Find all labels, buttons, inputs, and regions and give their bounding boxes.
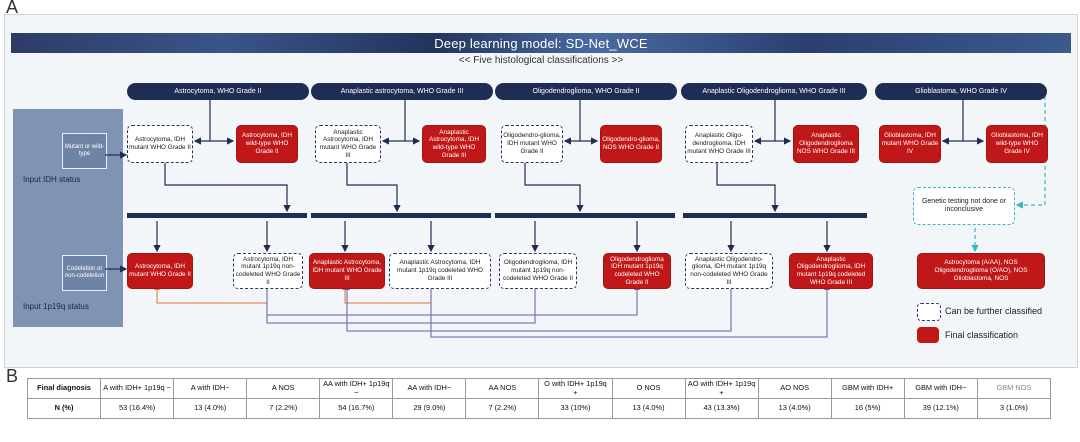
table-row: N (%) 53 (16.4%) 13 (4.0%) 7 (2.2%) 54 (…: [26, 398, 1052, 419]
table-header: A with IDH+ 1p19q −: [100, 378, 175, 399]
table-header: AO with IDH+ 1p19q +: [684, 378, 759, 399]
connector-lines: [105, 88, 1046, 338]
table-header: GBM with IDH−: [903, 378, 978, 399]
table-cell: 43 (13.3%): [684, 398, 759, 419]
input-panel: Mutant or wild-type Input IDH status Cod…: [13, 109, 123, 327]
legend-final-swatch: [917, 327, 939, 343]
node-anaplastic-oligo-noncodeleted: Anaplastic Oligodendro-glioma, IDH mutan…: [685, 253, 773, 289]
banner-subtitle: << Five histological classifications >>: [458, 55, 624, 66]
table-cell: 33 (10%): [538, 398, 613, 419]
node-anaplastic-astro-codeleted: Anaplastic Astrocytoma, IDH mutant 1p19q…: [389, 253, 491, 289]
node-anaplastic-astro-idh-wildtype: Anaplastic Astrocytoma, IDH wild-type WH…: [422, 125, 486, 163]
node-anaplastic-oligo-idh-mutant: Anaplastic Oligo-dendroglioma, IDH mutan…: [685, 125, 753, 163]
node-anaplastic-astro-idh-mutant: Anaplastic Astrocytoma, IDH mutant WHO G…: [315, 125, 381, 163]
node-oligo-codeleted: Oligodendroglioma IDH mutant 1p19q codel…: [603, 253, 671, 289]
table-cell: 13 (4.0%): [173, 398, 248, 419]
idh-input-box: Mutant or wild-type: [62, 133, 107, 169]
bar-oligo-codel: [495, 213, 675, 218]
node-astro-idh-wildtype: Astrocytoma, IDH wild-type WHO Grade II: [236, 125, 298, 163]
table-header: A NOS: [246, 378, 321, 399]
table-cell: 7 (2.2%): [246, 398, 321, 419]
node-oligo-idh-mutant: Oligodendro-glioma, IDH mutant WHO Grade…: [501, 125, 563, 163]
grade-bar-anaplastic-astrocytoma: Anaplastic astrocytoma, WHO Grade III: [311, 83, 493, 100]
node-astro-noncodeleted: Astrocytoma, IDH mutant 1p19q non-codele…: [233, 253, 303, 289]
table-header: AA with IDH+ 1p19q −: [319, 378, 394, 399]
grade-bar-anaplastic-oligodendroglioma: Anaplastic Oligodendroglioma, WHO Grade …: [681, 83, 867, 100]
table-cell: 54 (16.7%): [319, 398, 394, 419]
node-nos-final: Astrocytoma (A/AA), NOS Oligodendrogliom…: [917, 253, 1045, 289]
table-header: O NOS: [611, 378, 686, 399]
table-header: AA NOS: [465, 378, 540, 399]
panel-b-label: B: [6, 366, 19, 386]
table-header: AA with IDH−: [392, 378, 467, 399]
node-anaplastic-astro-final: Anaplastic Astrocytoma, IDH mutant WHO G…: [309, 253, 385, 289]
diagnosis-table: Final diagnosis A with IDH+ 1p19q − A wi…: [26, 378, 1052, 419]
table-header: GBM with IDH+: [830, 378, 905, 399]
table-cell: 13 (4.0%): [611, 398, 686, 419]
table-header-row: Final diagnosis A with IDH+ 1p19q − A wi…: [26, 378, 1052, 399]
table-header: O with IDH+ 1p19q +: [538, 378, 613, 399]
table-cell: 16 (5%): [830, 398, 905, 419]
codel-input-label: Input 1p19q status: [23, 302, 89, 311]
bar-astro-codel: [127, 213, 307, 218]
table-header-label: Final diagnosis: [26, 378, 102, 399]
panel-a-label: A: [6, 0, 19, 17]
table-cell: 53 (16.4%): [100, 398, 175, 419]
bar-anaplastic-oligo-codel: [683, 213, 867, 218]
bar-anaplastic-astro-codel: [311, 213, 491, 218]
node-gbm-idh-mutant: Glioblastoma, IDH mutant WHO Grade IV: [879, 125, 941, 163]
grade-bar-glioblastoma: Glioblastoma, WHO Grade IV: [875, 83, 1047, 100]
node-gbm-idh-wildtype: Glioblastoma, IDH wild-type WHO Grade IV: [986, 125, 1048, 163]
legend-dashed-label: Can be further classified: [945, 306, 1043, 316]
node-oligo-nos: Oligodendro-glioma, NOS WHO Grade II: [600, 125, 662, 163]
codel-input-box: Codeletion or non-codeletion: [62, 255, 107, 291]
node-anaplastic-oligo-nos: Anaplastic Oligodendroglioma NOS WHO Gra…: [793, 125, 859, 163]
banner-title: Deep learning model: SD-Net_WCE: [434, 35, 648, 51]
node-oligo-noncodeleted: Oligodendroglioma, IDH mutant 1p19q non-…: [499, 253, 577, 289]
node-astro-idh-mutant: Astrocytoma, IDH mutant WHO Grade II: [127, 125, 193, 163]
table-cell: 39 (12.1%): [903, 398, 978, 419]
table-header: AO NOS: [757, 378, 832, 399]
table-cell: 3 (1.0%): [976, 398, 1052, 419]
grade-bar-astrocytoma: Astrocytoma, WHO Grade II: [127, 83, 309, 100]
legend-final-label: Final classification: [945, 330, 1019, 340]
legend-dashed-swatch: [917, 303, 941, 321]
genetic-testing-box: Genetic testing not done or inconclusive: [913, 187, 1015, 225]
table-header: GBM NOS: [976, 378, 1052, 399]
panel-a-diagram: Deep learning model: SD-Net_WCE << Five …: [4, 14, 1078, 368]
model-banner: Deep learning model: SD-Net_WCE: [11, 33, 1071, 53]
table-cell: 13 (4.0%): [757, 398, 832, 419]
grade-bar-oligodendroglioma: Oligodendroglioma, WHO Grade II: [495, 83, 677, 100]
table-cell: 29 (9.0%): [392, 398, 467, 419]
table-row-label: N (%): [26, 398, 102, 419]
idh-input-label: Input IDH status: [23, 175, 81, 184]
table-cell: 7 (2.2%): [465, 398, 540, 419]
node-astro-idh-mutant-final: Astrocytoma, IDH mutant WHO Grade II: [127, 253, 193, 289]
table-header: A with IDH−: [173, 378, 248, 399]
node-anaplastic-oligo-codeleted: Anaplastic Oligodendroglioma, IDH mutant…: [789, 253, 873, 289]
